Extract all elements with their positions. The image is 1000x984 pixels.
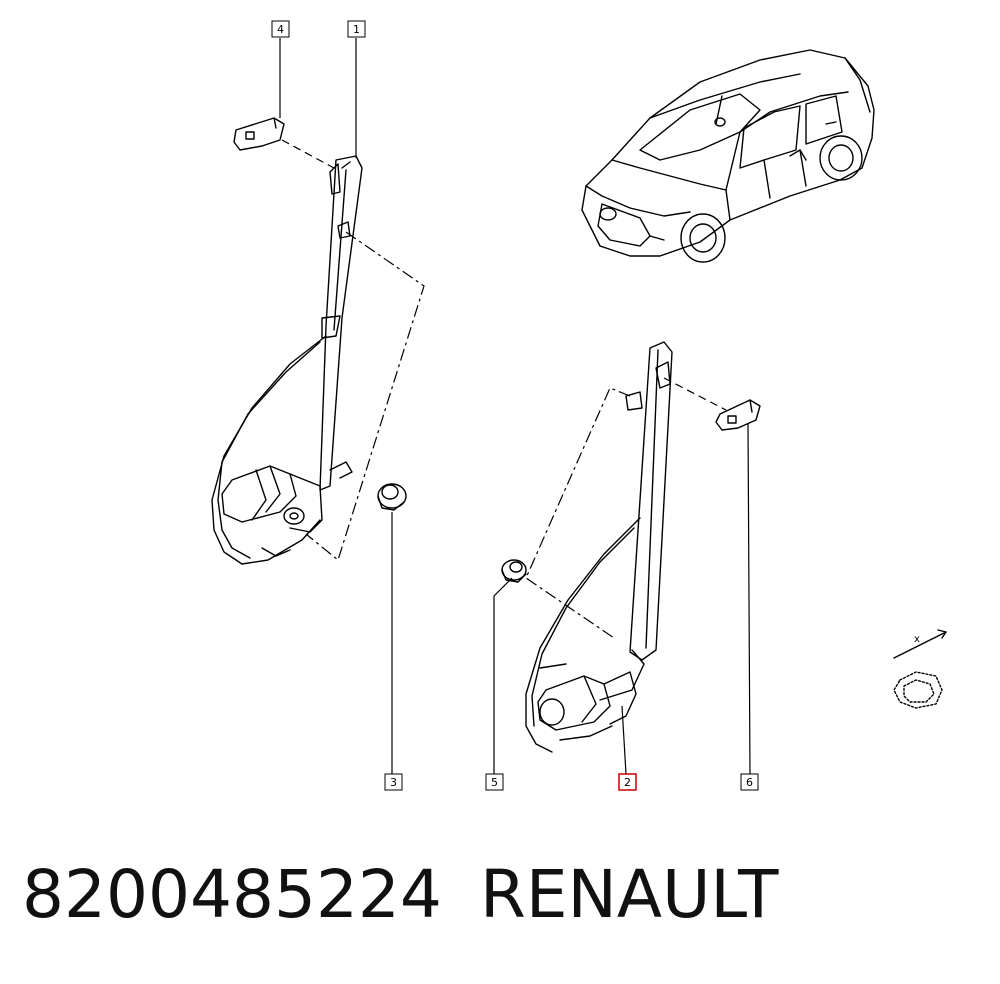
- nut-with-axis: [893, 629, 947, 709]
- svg-text:3: 3: [390, 776, 397, 789]
- grommet-part-5: [501, 559, 527, 583]
- assembly-lines: [281, 139, 727, 639]
- svg-text:2: 2: [624, 776, 631, 789]
- grommet-part-3: [377, 483, 407, 511]
- brand-name: RENAULT: [480, 856, 779, 933]
- right-window-regulator: [525, 341, 673, 753]
- leader-lines: [279, 38, 751, 775]
- car-illustration: [581, 49, 875, 263]
- svg-text:6: 6: [746, 776, 753, 789]
- clip-part-6: [715, 399, 761, 431]
- callout-3: 3: [384, 773, 403, 791]
- clip-part-4: [233, 117, 285, 151]
- svg-text:4: 4: [277, 23, 284, 36]
- part-number: 8200485224: [22, 856, 442, 933]
- left-window-regulator: [211, 155, 363, 565]
- callout-1: 1: [347, 20, 366, 38]
- callout-4: 4: [271, 20, 290, 38]
- svg-text:5: 5: [491, 776, 498, 789]
- svg-text:1: 1: [353, 23, 360, 36]
- callout-6: 6: [740, 773, 759, 791]
- axis-label: x: [914, 634, 920, 645]
- callout-2-highlighted: 2: [618, 773, 637, 791]
- callout-5: 5: [485, 773, 504, 791]
